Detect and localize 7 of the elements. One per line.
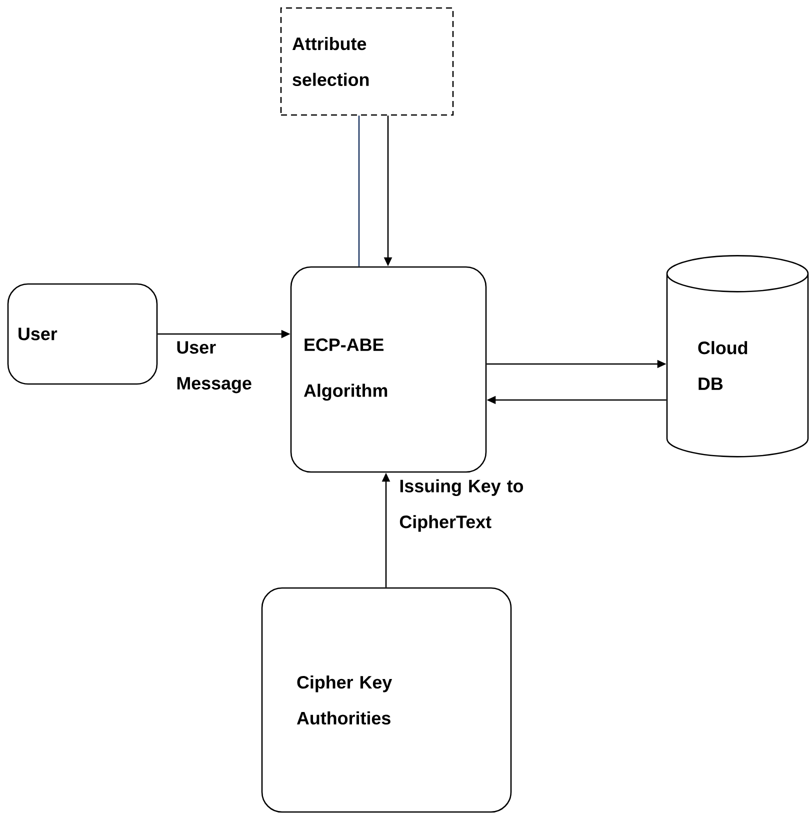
edge-label: Issuing Key to CipherText: [400, 479, 524, 532]
selection-box: Attribute selection: [280, 7, 454, 116]
database-cylinder: Cloud DB: [666, 255, 809, 458]
user-box: User: [7, 283, 158, 385]
authority-box: Cipher Key Authorities: [261, 587, 512, 813]
algorithm-box: ECP-ABE Algorithm: [290, 266, 487, 473]
edge-label: User Message: [177, 341, 252, 394]
